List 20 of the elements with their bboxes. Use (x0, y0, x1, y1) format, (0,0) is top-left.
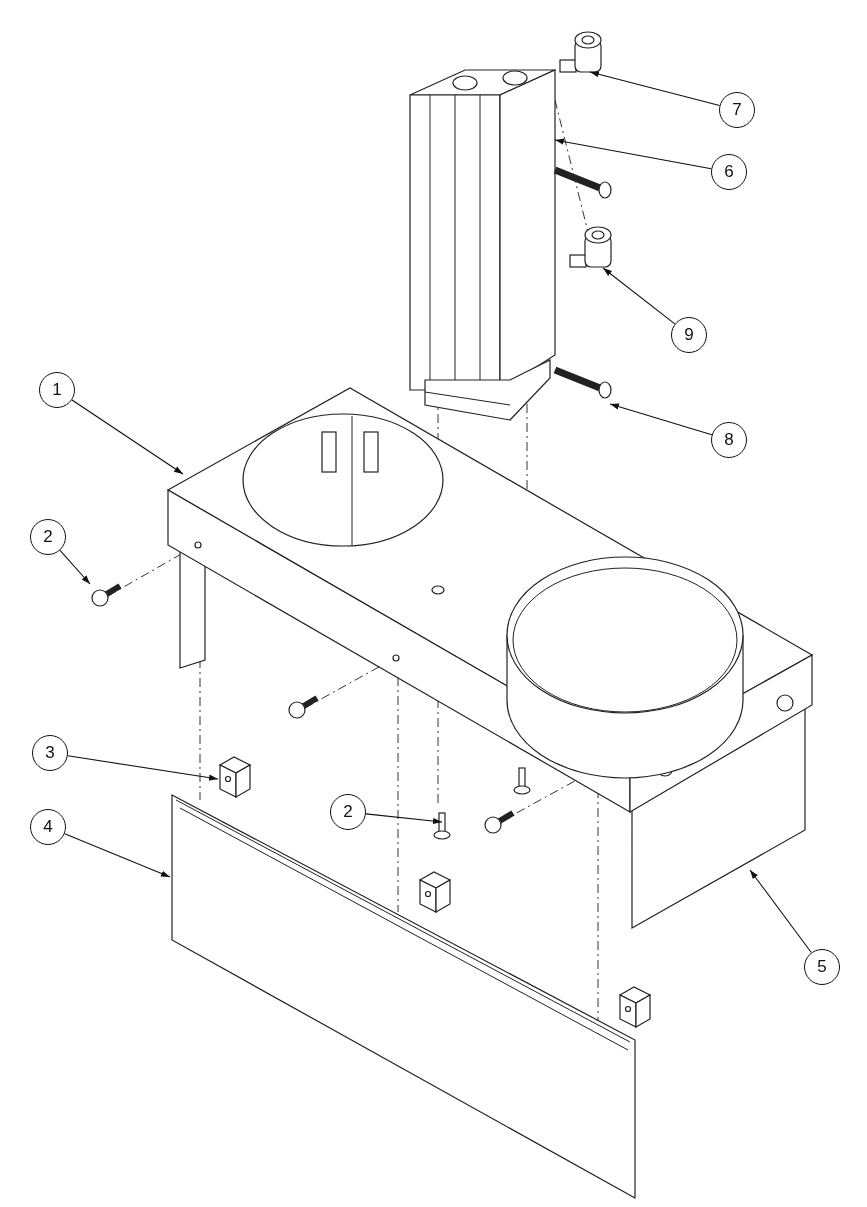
callout-number: 6 (711, 154, 747, 190)
callout-number: 4 (30, 809, 66, 845)
callout-number: 2 (30, 519, 66, 555)
leader-line (59, 549, 91, 585)
leader-line (602, 267, 676, 325)
leader-line (64, 833, 171, 878)
callout-number: 7 (719, 92, 755, 128)
callout-number: 1 (39, 372, 75, 408)
callout-number: 2 (330, 794, 366, 830)
callout-number: 9 (671, 317, 707, 353)
leader-line (554, 138, 712, 170)
leader-line (365, 813, 443, 825)
leader-line (749, 869, 812, 954)
leader-line (609, 403, 713, 436)
callout-number: 5 (804, 949, 840, 985)
leader-line (67, 755, 219, 781)
callout-number: 8 (711, 422, 747, 458)
callout-number: 3 (32, 735, 68, 771)
leader-line (589, 71, 721, 107)
leader-line (71, 399, 184, 475)
